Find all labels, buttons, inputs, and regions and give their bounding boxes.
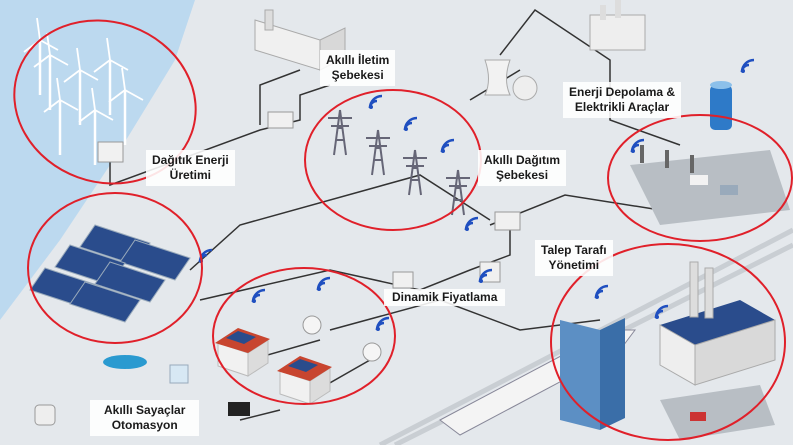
office-and-factory — [560, 261, 776, 440]
nuclear-plant — [484, 0, 646, 101]
label-line: Akıllı Sayaçlar — [104, 403, 186, 417]
label-smart-transmission: Akıllı İletim Şebekesi — [320, 50, 396, 86]
label-line: Yönetimi — [548, 258, 600, 272]
transmission-towers — [267, 109, 521, 231]
laptop — [228, 402, 250, 416]
label-line: Elektrikli Araçlar — [574, 100, 670, 114]
label-smart-meters: Akıllı Sayaçlar Otomasyon — [90, 400, 200, 436]
label-smart-distribution: Akıllı Dağıtım Şebekesi — [478, 150, 567, 186]
label-line: Enerji Depolama & — [569, 85, 676, 99]
thermostat-device — [34, 404, 56, 426]
control-unit — [169, 364, 189, 384]
label-line: Üretimi — [169, 168, 212, 182]
label-demand-side: Talep Tarafı Yönetimi — [535, 240, 613, 276]
label-line: Dinamik Fiyatlama — [392, 290, 498, 304]
houses — [214, 261, 501, 405]
wind-farm — [22, 16, 145, 167]
label-storage-ev: Enerji Depolama & Elektrikli Araçlar — [563, 82, 682, 118]
power-lines — [109, 8, 721, 421]
battery-storage — [710, 81, 732, 130]
label-line: Dağıtık Enerji — [152, 153, 229, 167]
label-line: Akıllı Dağıtım — [484, 153, 561, 167]
label-line: Otomasyon — [111, 418, 178, 432]
label-distributed-generation: Dağıtık Enerji Üretimi — [146, 150, 235, 186]
label-line: Şebekesi — [331, 68, 384, 82]
label-line: Talep Tarafı — [541, 243, 607, 257]
label-dynamic-pricing: Dinamik Fiyatlama — [384, 289, 506, 306]
ev-charging-lot — [630, 145, 790, 225]
label-line: Şebekesi — [495, 168, 549, 182]
electric-car — [103, 355, 147, 369]
label-line: Akıllı İletim — [326, 53, 390, 67]
